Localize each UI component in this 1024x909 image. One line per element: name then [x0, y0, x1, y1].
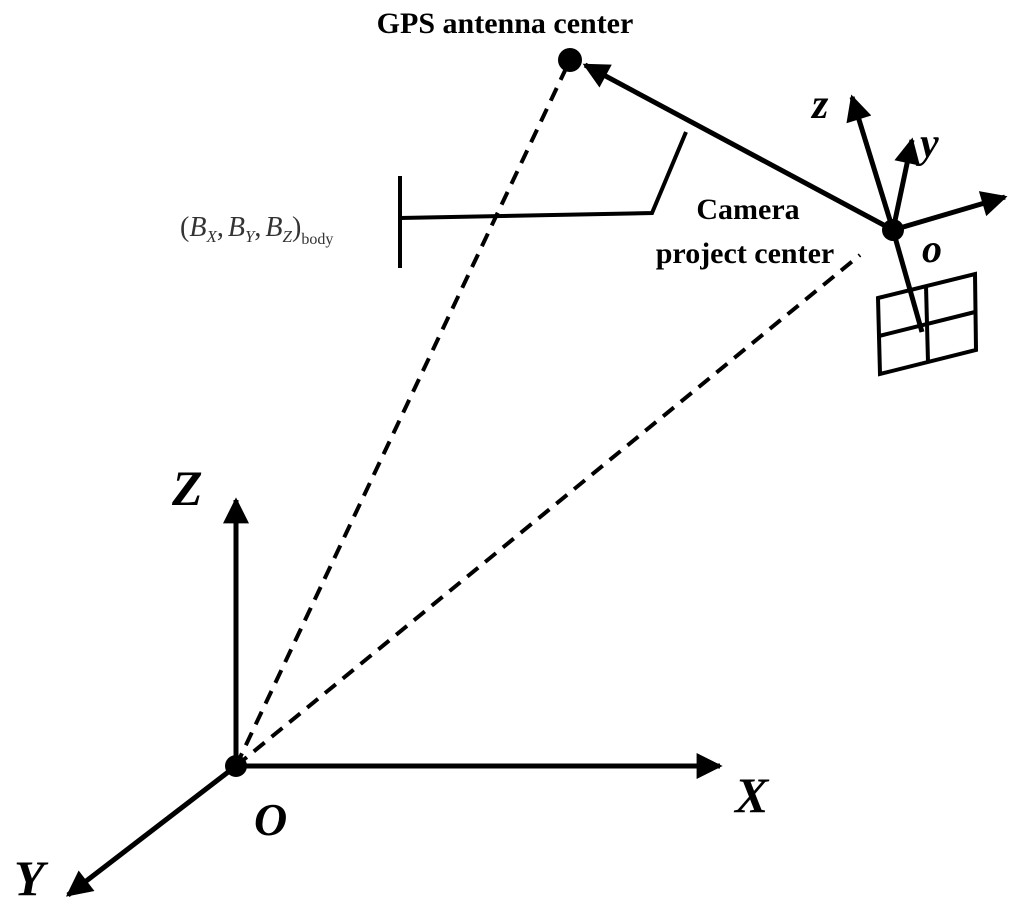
- body-origin-label: o: [922, 226, 942, 271]
- lever-arm-leader: [398, 131, 688, 268]
- gps-antenna-point: [558, 48, 582, 72]
- lever-arm-vector: [582, 62, 895, 233]
- world-z-label: Z: [171, 460, 203, 516]
- body-axes: [846, 94, 1008, 333]
- body-optical-axis: [890, 229, 925, 333]
- gps-antenna-label: GPS antenna center: [377, 7, 634, 40]
- body-y-label: y: [915, 121, 939, 167]
- camera-center-point: [882, 219, 904, 241]
- dashed-line-to-camera: [234, 253, 862, 768]
- camera-label-line2: project center: [656, 237, 835, 270]
- body-y-axis: [890, 137, 920, 231]
- camera-label-line1: Camera: [696, 193, 799, 226]
- dashed-line-to-gps: [234, 59, 572, 767]
- body-x-axis: [892, 191, 1008, 233]
- world-y-label: Y: [14, 850, 49, 906]
- position-vectors: [234, 59, 862, 768]
- image-plane: [875, 271, 979, 377]
- lever-arm-label: (BX,BY,BZ)body: [180, 212, 333, 248]
- world-x-label: X: [733, 767, 770, 823]
- world-origin-label: O: [254, 794, 287, 845]
- body-z-label: z: [810, 82, 829, 128]
- world-axes: [65, 497, 723, 897]
- world-y-axis: [65, 764, 238, 897]
- body-z-axis: [846, 94, 896, 231]
